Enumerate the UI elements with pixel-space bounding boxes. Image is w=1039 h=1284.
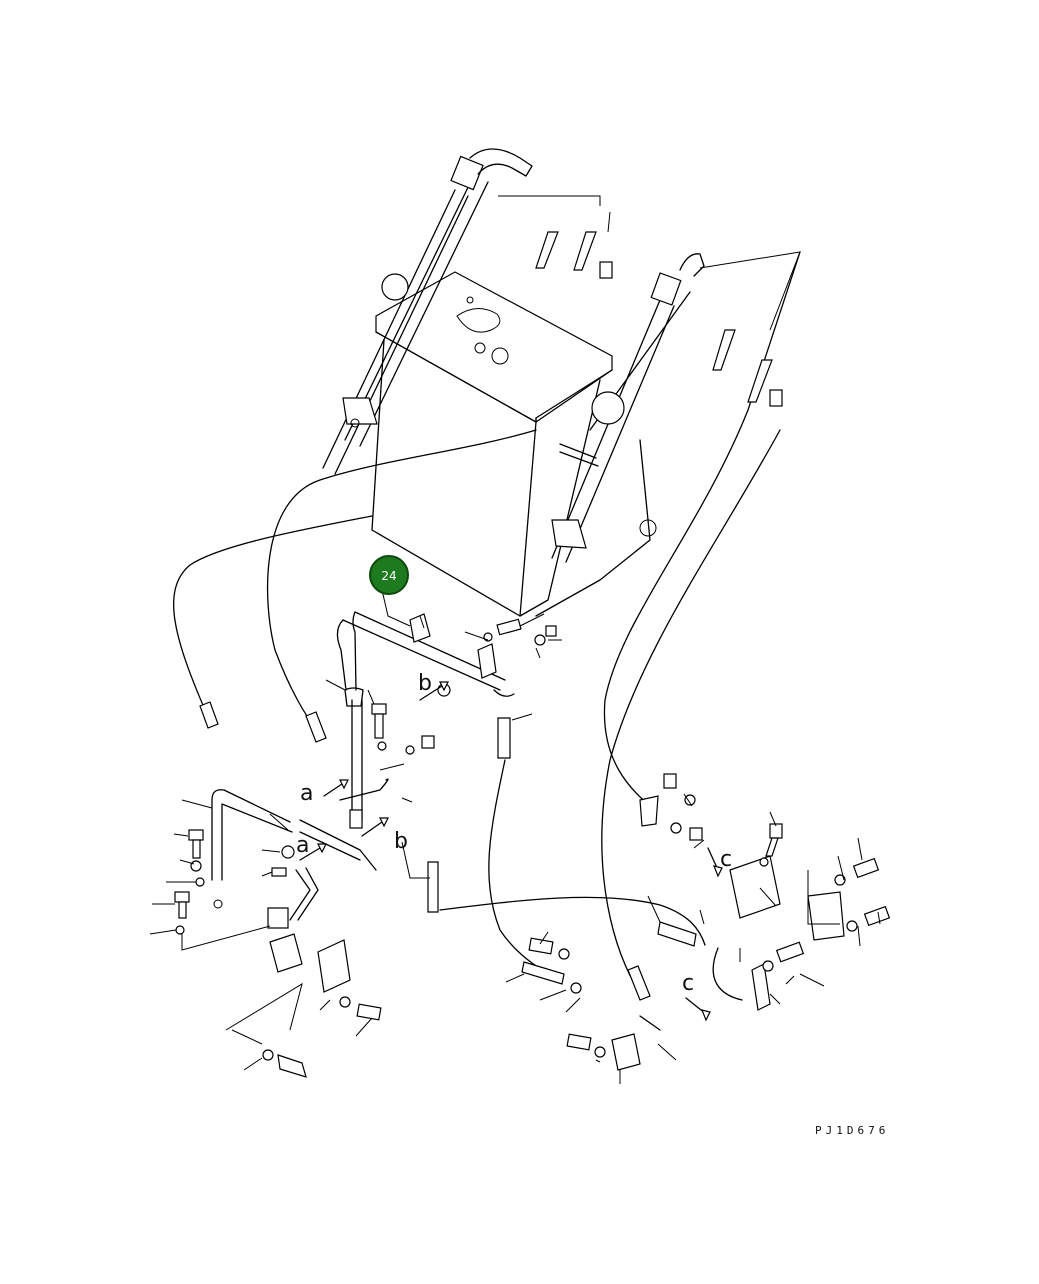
letter-b-upper: b: [418, 671, 432, 696]
tie-rods: [498, 195, 801, 407]
pipe-assembly: [336, 611, 515, 829]
letter-a-upper: a: [300, 781, 313, 806]
lower-left-pipes: [211, 778, 389, 993]
left-cylinder: [322, 148, 533, 475]
letter-c-lower: c: [682, 971, 694, 996]
hardware: [174, 618, 891, 1078]
lower-right-brackets: [611, 855, 845, 1071]
right-cylinder: [535, 253, 705, 617]
callout-24-number[interactable]: 24: [381, 569, 396, 583]
leader-lines: [149, 589, 881, 1084]
radiator-box: [371, 271, 613, 617]
drawing-code: PJ1D676: [815, 1124, 889, 1137]
callout-24-bubble[interactable]: [369, 555, 409, 595]
reference-letters: a a b b c c: [296, 671, 732, 996]
callout-24[interactable]: 24: [369, 555, 409, 595]
letter-b-lower: b: [394, 829, 408, 854]
hoses: [172, 251, 801, 1001]
direction-arrows: [299, 681, 723, 1022]
letter-c-upper: c: [720, 847, 732, 872]
letter-a-lower: a: [296, 833, 309, 858]
